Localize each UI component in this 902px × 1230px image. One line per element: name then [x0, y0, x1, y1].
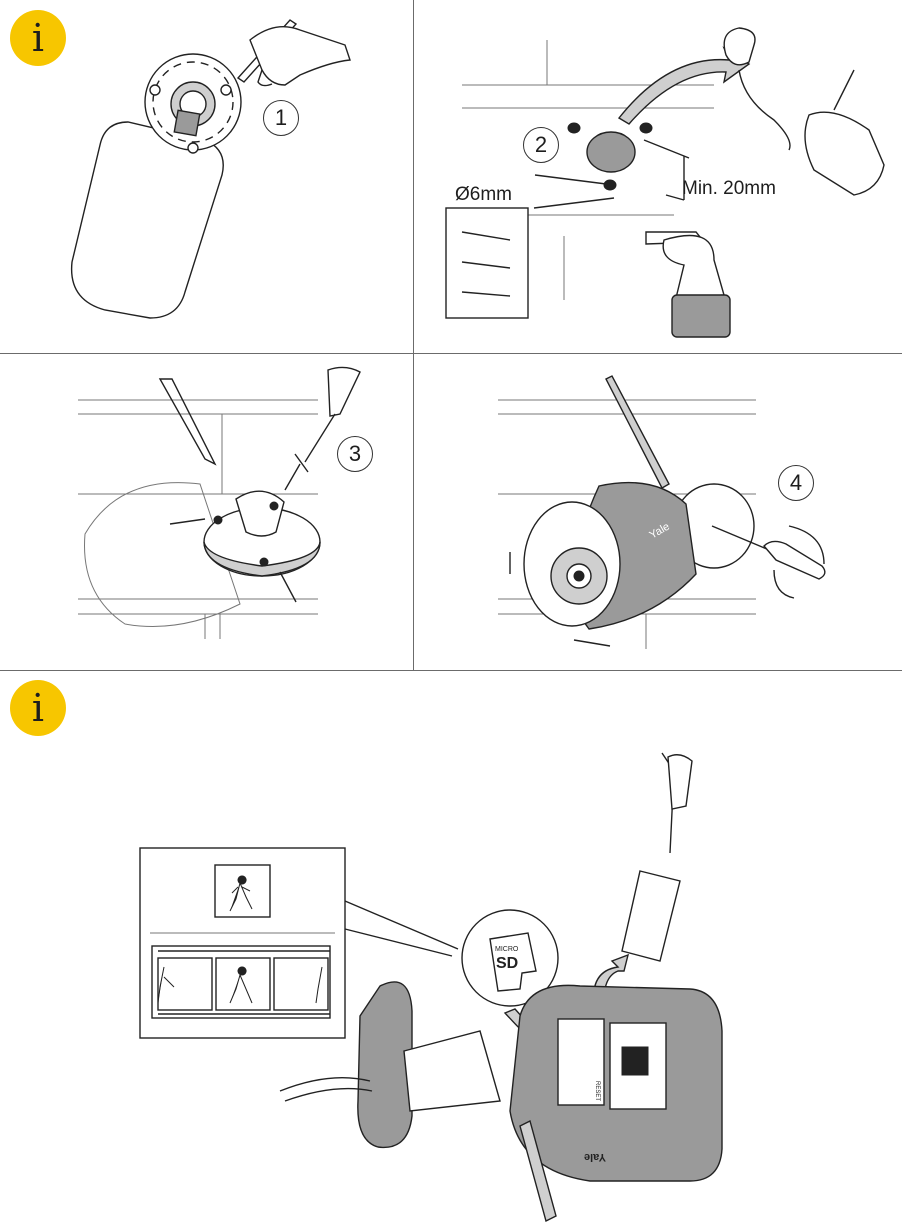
step-3-badge: 3 [337, 436, 373, 472]
step-1-badge: 1 [263, 100, 299, 136]
step-number: 2 [534, 132, 548, 157]
template-illustration [70, 19, 351, 319]
info-icon: i [10, 10, 66, 66]
step-number: 4 [789, 470, 803, 495]
panel-divider-vertical-top [413, 0, 414, 670]
step-2-panel: 2 Ø6mm Min. 20mm [414, 0, 902, 353]
step-2-badge: 2 [523, 127, 559, 163]
step-4-badge: 4 [778, 465, 814, 501]
hole-diameter-label: Ø6mm [455, 184, 512, 205]
panel-divider-horizontal-2 [0, 670, 902, 671]
info-icon: i [10, 680, 66, 736]
sd-card-line2: SD [496, 955, 518, 972]
motion-recording-callout: MICRO SD RESET Yale [139, 752, 723, 1223]
camera-brand-text: Yale [584, 1151, 606, 1163]
bracket-mount-illustration [78, 366, 361, 639]
info-icon-glyph: i [31, 686, 45, 730]
camera-adjust-illustration: Yale [498, 375, 826, 649]
step-number: 1 [274, 105, 288, 130]
drill-illustration [445, 27, 885, 338]
panel-divider-horizontal-1 [0, 353, 902, 354]
hole-depth-label: Min. 20mm [682, 178, 776, 199]
step-4-panel: Yale 4 [414, 354, 902, 670]
sd-card-line1: MICRO [495, 946, 519, 953]
reset-label: RESET [594, 1081, 600, 1101]
info-icon-glyph: i [31, 16, 45, 60]
step-number: 3 [348, 441, 362, 466]
sd-card-section: MICRO SD RESET Yale [0, 671, 902, 1230]
step-1-panel: 1 [0, 0, 413, 353]
step-3-panel: 3 [0, 354, 413, 670]
